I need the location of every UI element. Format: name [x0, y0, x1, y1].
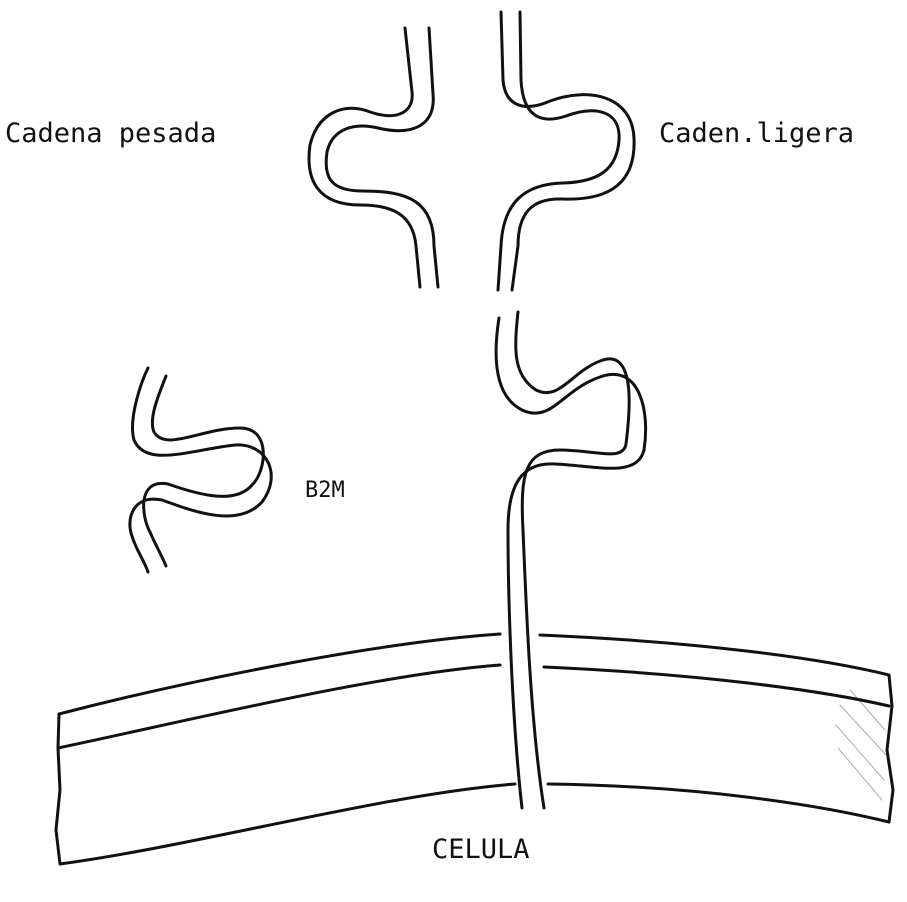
b2m-inner-line	[144, 376, 264, 566]
membrane-hatching	[836, 690, 886, 800]
heavy-chain-strand	[309, 28, 438, 287]
lower-chain-outer-line	[496, 318, 646, 808]
lower-chain-inner-line	[516, 312, 629, 808]
membrane-outer-surface	[59, 634, 889, 714]
b2m-outer-line	[130, 368, 271, 572]
b2m-strand	[130, 368, 271, 572]
cell-label: CELULA	[432, 834, 530, 865]
light-chain-inner-line	[498, 12, 619, 290]
heavy-chain-label: Cadena pesada	[5, 118, 216, 149]
membrane-mid-layer	[58, 665, 889, 748]
light-chain-strand	[498, 12, 634, 290]
light-chain-label: Caden.ligera	[659, 118, 854, 149]
membrane-left-edge	[56, 714, 60, 864]
b2m-label: B2M	[305, 478, 345, 503]
cell-membrane	[56, 634, 893, 864]
heavy-chain-inner-line	[326, 28, 438, 287]
lower-chain-strand	[496, 312, 646, 808]
membrane-right-edge	[887, 675, 893, 822]
